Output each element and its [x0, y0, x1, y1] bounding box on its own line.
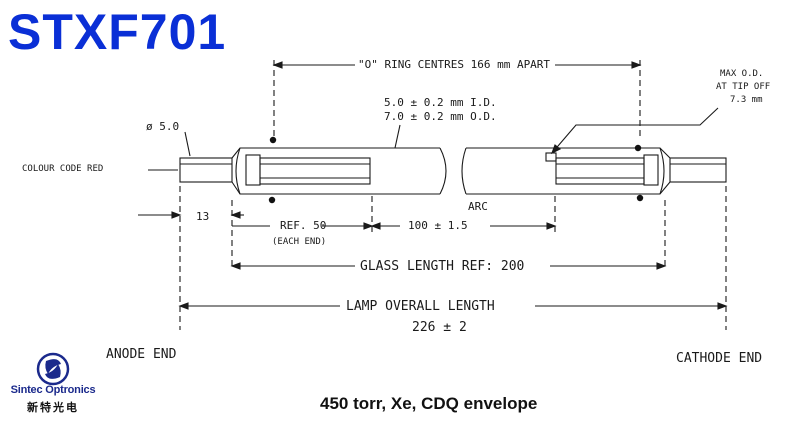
dim-13-label: 13 [196, 210, 210, 223]
od-spec-label: 7.0 ± 0.2 mm O.D. [384, 110, 497, 123]
overall-length-label: LAMP OVERALL LENGTH [346, 299, 495, 314]
logo-emblem-icon [36, 352, 70, 386]
overall-length-value: 226 ± 2 [412, 320, 467, 335]
max-od-label-2: AT TIP OFF [716, 82, 771, 92]
max-od-label-1: MAX O.D. [720, 69, 764, 79]
max-od-label-3: 7.3 mm [730, 95, 763, 105]
logo-chinese-name: 新特光电 [27, 401, 79, 414]
arc-length-label: 100 ± 1.5 [408, 219, 468, 232]
diameter-label: ø 5.0 [146, 120, 180, 133]
glass-length-label: GLASS LENGTH REF: 200 [360, 259, 525, 274]
logo-name: Sintec Optronics [10, 384, 96, 396]
colour-code-label: COLOUR CODE RED [22, 164, 104, 174]
cathode-end-label: CATHODE END [676, 351, 763, 366]
id-spec-label: 5.0 ± 0.2 mm I.D. [384, 96, 497, 109]
o-ring-label: "O" RING CENTRES 166 mm APART [358, 58, 551, 71]
spec-caption: 450 torr, Xe, CDQ envelope [320, 394, 538, 413]
anode-end-label: ANODE END [106, 347, 177, 362]
each-end-label: (EACH END) [272, 237, 327, 247]
arc-label: ARC [468, 200, 488, 213]
company-logo: Sintec Optronics 新特光电 [8, 352, 98, 428]
ref-50-label: REF. 50 [280, 219, 327, 232]
page-title: STXF701 [8, 4, 227, 60]
